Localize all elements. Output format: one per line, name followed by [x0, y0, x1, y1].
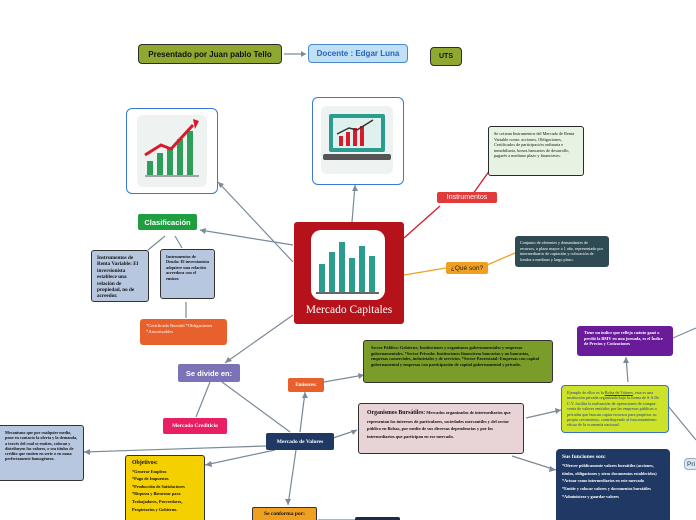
emisores-text: Sector Público: Gobierno, Instituciones …: [371, 345, 539, 367]
instrumentos-label: Instrumentos: [447, 194, 487, 201]
connector-clasificacion: [200, 230, 293, 245]
presenter-node[interactable]: Presentado por Juan pablo Tello: [138, 44, 282, 64]
objetivos-item: *Riqueza y Bienestar para Trabajadores, …: [132, 490, 198, 513]
bolsa-text: , esta es una institución privada organi…: [567, 390, 659, 427]
instrumentos-label-node[interactable]: Instrumentos: [437, 192, 497, 203]
divide-label: Se divide en:: [186, 369, 232, 378]
renta-variable-text: Instrumentos de Renta Variable: El inver…: [97, 255, 138, 299]
clasificacion-label: Clasificación: [144, 218, 190, 227]
teacher-label: Docente : Edgar Luna: [317, 49, 400, 58]
arrowhead: [205, 461, 212, 467]
bolsa-link[interactable]: Bolsa de Valores: [605, 390, 633, 395]
edge-label: Pri: [687, 461, 695, 468]
deuda-node[interactable]: Instrumentos de Deuda: El inversionista …: [160, 249, 215, 299]
arrowhead: [301, 51, 306, 57]
objetivos-node[interactable]: Objetivos: *Generar Empleos *Pago de Imp…: [125, 455, 205, 520]
divide-node[interactable]: Se divide en:: [178, 364, 240, 382]
renta-variable-node[interactable]: Instrumentos de Renta Variable: El inver…: [91, 250, 149, 302]
arrowhead: [84, 449, 90, 455]
objetivos-item: *Producción de Satisfactores: [132, 483, 198, 491]
bolsa-prefix: Ejemplo de ellos es la: [567, 390, 604, 395]
edge-label-node[interactable]: Pri: [684, 458, 696, 470]
organismos-title: Organismos Bursátiles:: [367, 410, 425, 416]
emisores-node[interactable]: Emisores:: [288, 378, 324, 392]
emisores-text-node[interactable]: Sector Público: Gobierno, Instituciones …: [363, 340, 553, 383]
objetivos-title: Objetivos:: [132, 460, 198, 468]
funciones-item: *Ofrecer públicamente valores bursátiles…: [562, 462, 664, 478]
institution-node[interactable]: UTS: [430, 47, 462, 66]
arrowhead: [302, 392, 308, 398]
arrowhead: [200, 228, 206, 234]
clasificacion-node[interactable]: Clasificación: [138, 214, 197, 230]
central-node[interactable]: Mercado Capitales: [294, 222, 404, 324]
instrumentos-text-node[interactable]: Se cotizan Instrumentos del Mercado de R…: [488, 126, 584, 176]
bolsa-node[interactable]: Ejemplo de ellos es la Bolsa de Valores,…: [561, 385, 669, 433]
connector-mercado-text: [84, 446, 266, 452]
mercado-text-node[interactable]: Mecanismo que por cualquier medio, pone …: [0, 425, 84, 481]
connector-image-left: [218, 182, 293, 262]
valores-node[interactable]: Mercado de Valores: [266, 433, 334, 450]
deuda-text: Instrumentos de Deuda: El inversionista …: [166, 254, 209, 281]
connector-instrumentos: [404, 206, 440, 238]
connector-objetivos: [205, 450, 275, 465]
central-icon-frame: [311, 230, 385, 300]
connector-deuda: [175, 236, 182, 248]
connector-renta-variable: [148, 236, 165, 250]
funciones-item: *Emitir y colocar valores y documentos b…: [562, 485, 664, 493]
mercado-text: Mecanismo que por cualquier medio, pone …: [5, 430, 77, 461]
que-son-label-node[interactable]: ¿Qué son?: [446, 262, 488, 274]
connector-edge: [668, 406, 696, 440]
que-son-text: Conjunto de oferentes y demandantes de r…: [520, 240, 603, 262]
laptop-icon: [313, 98, 402, 183]
institution-label: UTS: [439, 53, 453, 60]
credito-label: Mercado Crediticio: [172, 423, 218, 429]
que-son-text-node[interactable]: Conjunto de oferentes y demandantes de r…: [515, 236, 609, 267]
pricing-node[interactable]: Tiene un índice que refleja cuánto ganó …: [577, 326, 673, 356]
funciones-node[interactable]: Sus funciones son: *Ofrecer públicamente…: [556, 449, 670, 520]
central-title: Mercado Capitales: [294, 304, 404, 316]
presenter-label: Presentado por Juan pablo Tello: [148, 50, 271, 59]
credito-node[interactable]: Mercado Crediticio: [163, 418, 227, 434]
emisores-label: Emisores:: [295, 383, 316, 388]
connector-conforma: [288, 450, 296, 505]
conforma-node[interactable]: Se conforma por:: [252, 507, 317, 520]
connector-que-son: [404, 268, 446, 275]
growth-chart-image[interactable]: [126, 108, 218, 194]
connector-funciones: [512, 456, 556, 470]
objetivos-item: *Pago de Impuestos: [132, 475, 198, 483]
que-son-label: ¿Qué son?: [451, 265, 483, 272]
instruments-list-text: *Certificado Bursátil *Obligaciones *Amo…: [146, 323, 212, 334]
instrumentos-text: Se cotizan Instrumentos del Mercado de R…: [494, 131, 574, 158]
funciones-item: *Actuar como intermediarios en este merc…: [562, 477, 664, 485]
arrowhead: [225, 357, 232, 363]
connector-divide: [225, 315, 293, 363]
funciones-item: *Administrar y guardar valores: [562, 493, 664, 501]
connector-pricing-right: [673, 328, 696, 338]
growth-chart-icon: [127, 109, 216, 192]
arrowhead: [623, 357, 629, 363]
teacher-node[interactable]: Docente : Edgar Luna: [308, 44, 408, 63]
laptop-chart-image[interactable]: [312, 97, 404, 185]
bar-chart-icon: [311, 230, 385, 300]
arrowhead: [285, 499, 291, 505]
arrowhead: [549, 466, 556, 472]
organismos-node[interactable]: Organismos Bursátiles: Mercados organiza…: [358, 403, 524, 454]
objetivos-item: *Generar Empleos: [132, 468, 198, 476]
connector-valores: [222, 382, 290, 432]
connector-que-son-text: [487, 253, 515, 265]
funciones-title: Sus funciones son:: [562, 454, 664, 462]
valores-label: Mercado de Valores: [277, 439, 324, 445]
conforma-label: Se conforma por:: [264, 511, 305, 517]
pricing-text: Tiene un índice que refleja cuánto ganó …: [584, 330, 663, 346]
connector-emisores-text: [324, 375, 364, 382]
instruments-list-node[interactable]: *Certificado Bursátil *Obligaciones *Amo…: [140, 319, 227, 345]
connector-credito: [196, 382, 210, 417]
arrowhead: [351, 430, 357, 435]
